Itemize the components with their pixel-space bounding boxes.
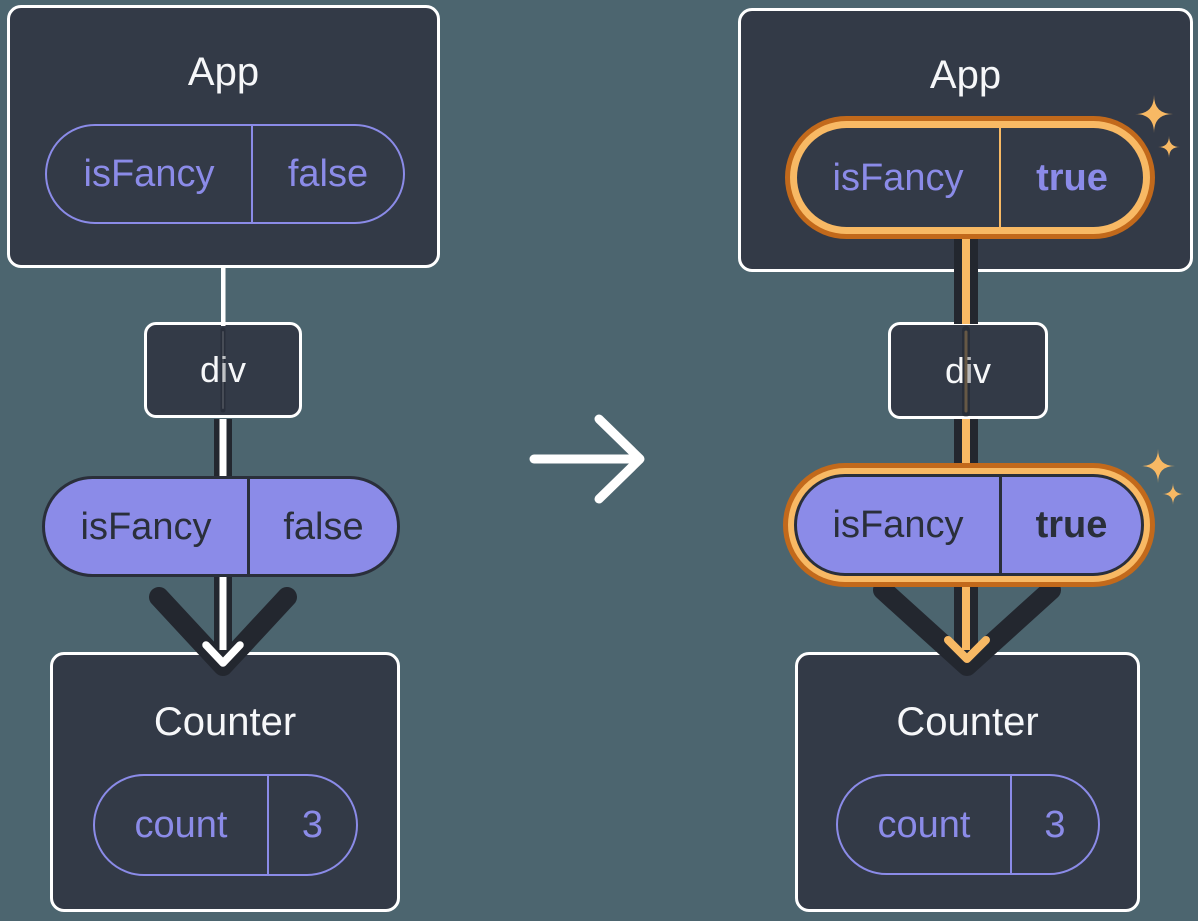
prop-pill-core: isFancy true <box>797 128 1143 227</box>
prop-key: isFancy <box>83 153 215 195</box>
prop-value: true <box>999 128 1143 227</box>
highlight-ring: isFancy true <box>788 468 1150 582</box>
right-app-component-card: App isFancy true <box>738 8 1193 272</box>
left-counter-title: Counter <box>153 700 297 744</box>
prop-value: false <box>251 126 403 222</box>
left-div-node: div <box>144 322 302 418</box>
transition-arrow-icon <box>529 414 645 504</box>
left-counter-state-pill: count 3 <box>93 774 358 876</box>
right-app-title: App <box>929 53 1002 97</box>
left-app-title: App <box>187 50 260 94</box>
sparkle-icon <box>1141 449 1175 483</box>
prop-key: isFancy <box>832 504 964 546</box>
prop-key: isFancy <box>80 505 212 548</box>
right-counter-component-card: Counter count 3 <box>795 652 1140 912</box>
state-key: count <box>134 804 228 846</box>
right-passed-prop-pill-highlighted: isFancy true <box>783 463 1155 587</box>
highlight-ring: isFancy true <box>790 121 1150 234</box>
state-key: count <box>877 803 971 846</box>
state-value: 3 <box>267 776 356 874</box>
right-div-label: div <box>944 349 992 391</box>
state-value: 3 <box>1010 776 1098 873</box>
left-flow-core <box>219 577 227 650</box>
left-div-label: div <box>199 349 247 390</box>
left-flow-core <box>219 419 227 478</box>
right-div-node: div <box>888 322 1048 419</box>
right-app-prop-pill-highlighted: isFancy true <box>785 116 1155 239</box>
left-passed-prop-pill: isFancy false <box>42 476 400 577</box>
prop-key: isFancy <box>832 156 964 199</box>
left-parent-edge <box>221 266 226 326</box>
prop-pill-core: isFancy true <box>794 474 1144 576</box>
left-app-prop-pill: isFancy false <box>45 124 405 224</box>
sparkle-icon <box>1162 483 1184 505</box>
right-counter-title: Counter <box>896 700 1039 744</box>
right-counter-state-pill: count 3 <box>836 774 1100 875</box>
left-counter-component-card: Counter count 3 <box>50 652 400 912</box>
right-flow-dark-band <box>954 587 978 662</box>
left-flow-dark-band <box>214 577 232 660</box>
left-app-component-card: App isFancy false <box>7 5 440 268</box>
prop-value: false <box>247 479 397 574</box>
left-flow-dark-band <box>214 419 232 480</box>
prop-value: true <box>999 477 1141 573</box>
right-flow-orange-core <box>962 587 970 650</box>
